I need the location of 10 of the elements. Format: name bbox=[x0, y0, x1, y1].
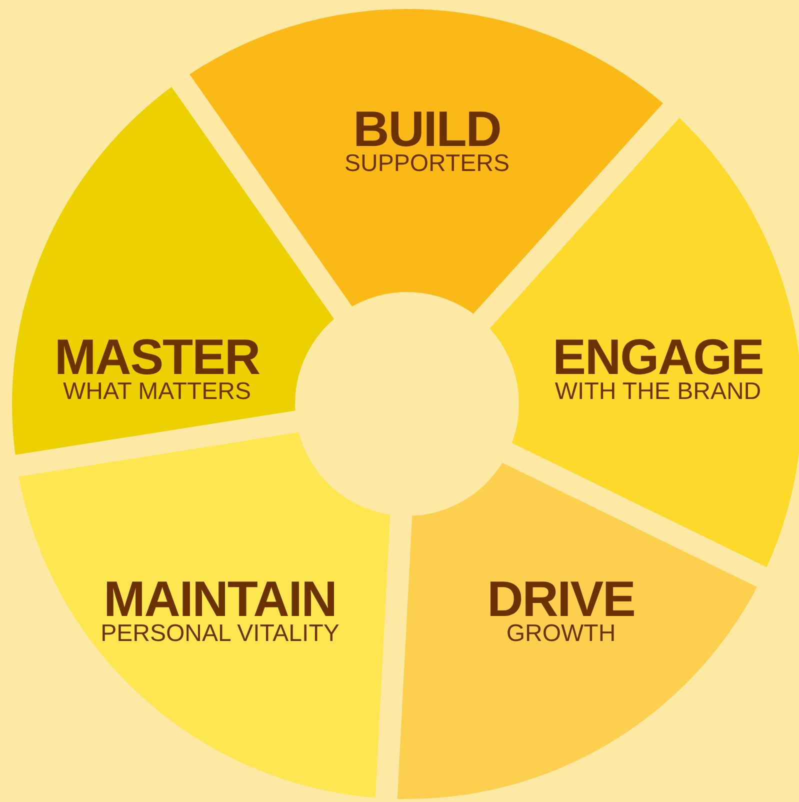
segment-title: MASTER bbox=[54, 332, 260, 382]
segment-subtitle: SUPPORTERS bbox=[344, 152, 510, 176]
segment-subtitle: PERSONAL VITALITY bbox=[100, 622, 340, 646]
segment-title: ENGAGE bbox=[552, 332, 764, 382]
segment-subtitle: WHAT MATTERS bbox=[63, 380, 251, 404]
segment-subtitle: GROWTH bbox=[506, 622, 616, 646]
segment-title: BUILD bbox=[353, 104, 501, 154]
segment-title: MAINTAIN bbox=[104, 574, 336, 624]
segment-title: DRIVE bbox=[487, 574, 635, 624]
segment-subtitle: WITH THE BRAND bbox=[554, 380, 762, 404]
